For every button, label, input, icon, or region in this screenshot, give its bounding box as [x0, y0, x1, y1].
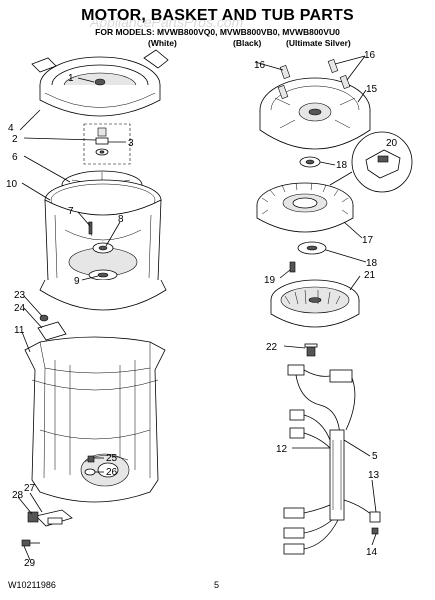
watermark: AppliancePartsPros.com: [90, 14, 244, 30]
callout-7: 7: [68, 206, 74, 217]
basket-hub-fasteners: [83, 123, 131, 165]
color-white-label: (White): [148, 38, 177, 48]
callout-17: 17: [362, 235, 374, 246]
callout-numbers: 1 4 2 3 6 10 7 8 9 23 24 11 25 26 27 28 …: [6, 50, 398, 569]
color-black-label: (Black): [233, 38, 262, 48]
callout-12: 12: [276, 444, 288, 455]
callout-18-upper: 18: [336, 160, 348, 171]
callout-3: 3: [128, 138, 134, 149]
rotor: [270, 279, 360, 328]
callout-24: 24: [14, 303, 26, 314]
callout-23: 23: [14, 290, 26, 301]
model-list: FOR MODELS: MVWB800VQ0, MVWB800VB0, MVWB…: [95, 27, 340, 37]
shaft-spacer: [299, 156, 321, 168]
callout-16-left: 16: [254, 60, 266, 71]
callout-21: 21: [364, 270, 376, 281]
callout-9: 9: [74, 276, 80, 287]
callout-4: 4: [8, 123, 14, 134]
callout-26: 26: [106, 467, 118, 478]
tub-bracket: [37, 314, 67, 341]
callout-20: 20: [386, 138, 398, 149]
callout-25: 25: [106, 453, 118, 464]
callout-1: 1: [68, 73, 74, 84]
callout-6: 6: [12, 152, 18, 163]
page-number: 5: [214, 580, 220, 590]
callout-29: 29: [24, 558, 36, 569]
callout-8: 8: [118, 214, 124, 225]
callout-16-right: 16: [364, 50, 376, 61]
document-number: W10211986: [8, 580, 56, 590]
balance-ring: [31, 49, 169, 117]
callout-19: 19: [264, 275, 276, 286]
wash-basket: [39, 179, 167, 311]
callout-2: 2: [12, 134, 18, 145]
callout-18-lower: 18: [366, 258, 378, 269]
tub-sensor-assembly: [21, 509, 73, 547]
page-title: MOTOR, BASKET AND TUB PARTS: [81, 7, 354, 24]
bearing-housing: [259, 58, 371, 150]
callout-10: 10: [6, 179, 18, 190]
callout-14: 14: [366, 547, 378, 558]
callout-22: 22: [266, 342, 278, 353]
rotor-position-sensor: [329, 131, 413, 193]
callout-13: 13: [368, 470, 380, 481]
wire-harness: [283, 364, 381, 555]
rotor-bolt: [304, 343, 318, 357]
outer-tub: [24, 336, 166, 503]
callout-11: 11: [14, 325, 25, 336]
stator: [256, 182, 354, 233]
callout-28: 28: [12, 490, 24, 501]
stator-bolt: [289, 261, 296, 273]
callout-5: 5: [372, 451, 378, 462]
callout-27: 27: [24, 483, 36, 494]
callout-15: 15: [366, 84, 378, 95]
leader-lines: [17, 55, 377, 561]
rotor-spacer: [297, 241, 327, 255]
color-silver-label: (Ultimate Silver): [286, 38, 351, 48]
